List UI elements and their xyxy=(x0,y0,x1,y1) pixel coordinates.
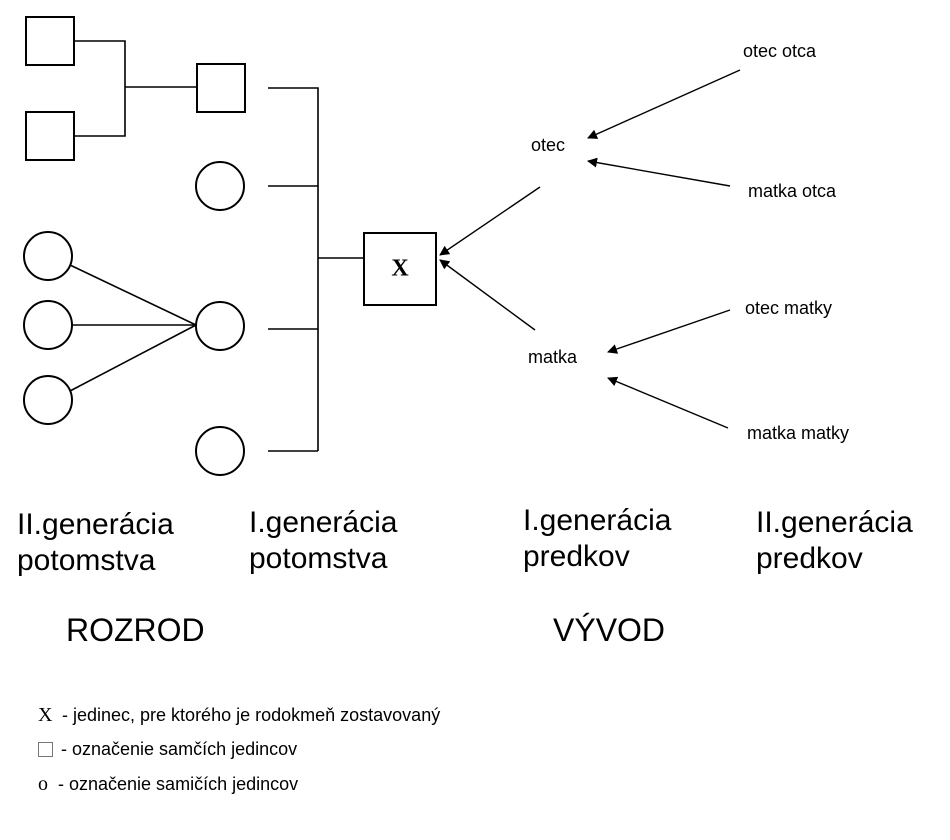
label-fathers-father: otec otca xyxy=(743,41,817,61)
focal-individual-square xyxy=(363,232,437,306)
arrow-father xyxy=(439,186,541,256)
arrow-mothers-father xyxy=(607,309,731,354)
connector-line xyxy=(74,40,196,137)
gen-label-line: I.generácia xyxy=(523,504,672,537)
label-father: otec xyxy=(531,135,565,155)
offspring-bracket xyxy=(268,87,364,452)
gen-label-line: predkov xyxy=(523,540,630,573)
male-square xyxy=(196,63,246,113)
legend-text: - označenie samičích jedincov xyxy=(58,774,299,794)
label-mothers-father: otec matky xyxy=(745,298,832,318)
gen-ancestors-1: I.generácia predkov xyxy=(523,503,671,575)
focal-x-mark: X xyxy=(391,256,409,282)
female-circle xyxy=(195,301,245,351)
label-fathers-mother: matka otca xyxy=(748,181,837,201)
legend-o-symbol: o xyxy=(38,773,48,795)
gen-offspring-2: II.generácia potomstva xyxy=(17,507,174,579)
male-square xyxy=(25,111,75,161)
arrow-mother xyxy=(439,259,536,331)
male-square xyxy=(25,16,75,66)
label-mothers-mother: matka matky xyxy=(747,423,849,443)
label-mother: matka xyxy=(528,347,578,367)
arrow-mothers-mother xyxy=(607,376,729,429)
arrow-fathers-father xyxy=(587,69,741,139)
square-icon xyxy=(38,742,53,757)
gen-label-line: predkov xyxy=(756,542,863,575)
legend-item-focal: X - jedinec, pre ktorého je rodokmeň zos… xyxy=(38,704,440,727)
female-circle xyxy=(23,300,73,350)
female-circle xyxy=(23,375,73,425)
gen-ancestors-2: II.generácia predkov xyxy=(756,505,913,577)
female-circle xyxy=(195,161,245,211)
female-circle xyxy=(195,426,245,476)
connector-line xyxy=(69,264,197,392)
legend-text: - jedinec, pre ktorého je rodokmeň zosta… xyxy=(62,705,441,725)
legend-text: - označenie samčích jedincov xyxy=(61,739,298,759)
gen-label-line: potomstva xyxy=(17,544,156,577)
gen-label-line: potomstva xyxy=(249,542,388,575)
gen-label-line: I.generácia xyxy=(249,506,398,539)
section-ancestry: VÝVOD xyxy=(553,612,666,648)
arrow-fathers-mother xyxy=(587,157,731,187)
gen-offspring-1: I.generácia potomstva xyxy=(249,505,397,577)
legend-item-female: o - označenie samičích jedincov xyxy=(38,773,298,796)
legend-x-symbol: X xyxy=(38,704,53,726)
section-descendants: ROZROD xyxy=(66,612,205,648)
gen-label-line: II.generácia xyxy=(17,508,174,541)
legend-item-male: - označenie samčích jedincov xyxy=(38,739,297,760)
female-circle xyxy=(23,231,73,281)
gen-label-line: II.generácia xyxy=(756,506,913,539)
